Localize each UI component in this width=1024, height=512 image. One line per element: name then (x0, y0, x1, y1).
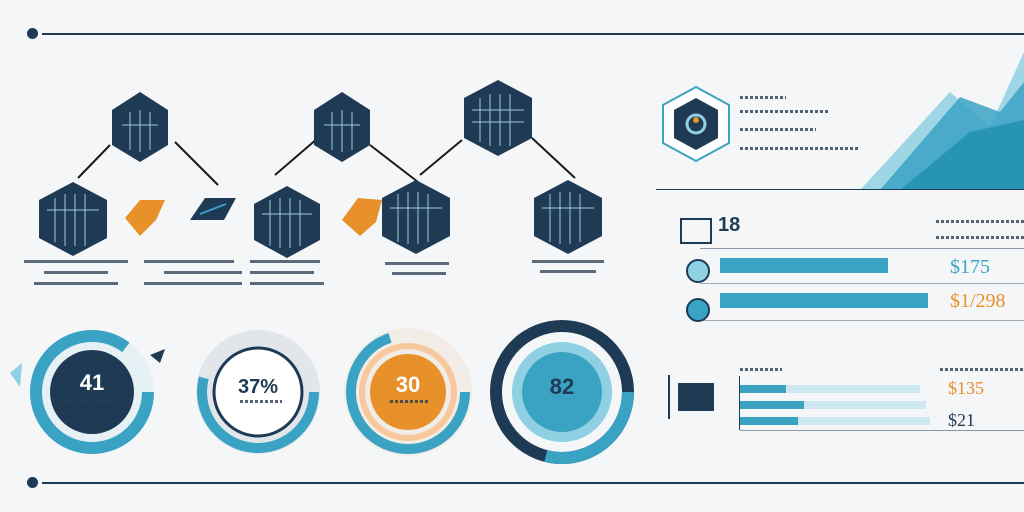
lower-bar (740, 417, 798, 425)
ring-gauge (344, 328, 472, 456)
ring-value-1: 41 (79, 370, 105, 395)
ring-gauge (490, 320, 634, 464)
hex-badge (662, 85, 730, 163)
server-cube-icon (254, 186, 320, 258)
server-cube-icon (190, 198, 236, 220)
mountain-chart (860, 52, 1024, 190)
ring-caption (240, 400, 282, 403)
orange-arrow-icon (125, 200, 165, 236)
lower-label-1: $135 (948, 378, 984, 398)
lower-label-2: $21 (948, 410, 975, 430)
bar-row-icon (686, 298, 710, 322)
server-cube-icon (314, 92, 370, 162)
ring-gauges (10, 320, 634, 464)
stats-divider (700, 283, 1024, 284)
ring-gauge (196, 330, 320, 454)
stats-icon (680, 218, 712, 244)
connector-lines (77, 137, 576, 186)
bar-label-1: $175 (950, 256, 990, 278)
shield-icon (685, 113, 707, 135)
timeline-bottom-rule (42, 482, 1024, 484)
timeline-top-rule (42, 33, 1024, 35)
ring-gauge (10, 330, 165, 454)
badge-caption (740, 147, 858, 150)
lower-bar-track (740, 417, 930, 425)
timeline-start-dot (27, 28, 38, 39)
stats-caption (936, 236, 1024, 239)
lower-divider (740, 430, 1024, 431)
server-cube-icon (464, 80, 532, 156)
server-cube-icon (39, 182, 107, 256)
lower-caption (740, 368, 782, 371)
lower-bar-track (740, 401, 926, 409)
bar-row-icon (686, 259, 710, 283)
server-cube-icon (382, 180, 450, 254)
badge-caption (740, 110, 828, 113)
lower-bar (740, 401, 804, 409)
ring-caption (390, 400, 430, 403)
lower-bar (740, 385, 786, 393)
badge-caption (740, 96, 786, 99)
stats-divider (700, 248, 1024, 249)
node-captions (24, 260, 604, 285)
lower-axis (739, 376, 740, 430)
network-diagram (24, 80, 604, 285)
lower-bar-track (740, 385, 920, 393)
ring-caption (60, 400, 122, 403)
stats-divider (700, 320, 1024, 321)
badge-caption (740, 128, 816, 131)
stats-bar (720, 258, 888, 273)
bar-label-2: $1/298 (950, 290, 1006, 312)
flag-icon (668, 375, 726, 419)
ring-value-2: 37% (237, 376, 279, 398)
orange-arrow-icon (342, 198, 382, 236)
stats-caption (936, 220, 1024, 223)
stats-bar (720, 293, 928, 308)
server-cube-icon (534, 180, 602, 254)
ring-value-4: 82 (549, 374, 575, 399)
server-cube-icon (112, 92, 168, 162)
panel-divider (656, 189, 1024, 190)
stats-top-number: 18 (718, 214, 741, 236)
timeline-end-dot (27, 477, 38, 488)
flag-panel (678, 383, 714, 411)
lower-caption (940, 368, 1024, 371)
ring-value-3: 30 (395, 372, 421, 397)
